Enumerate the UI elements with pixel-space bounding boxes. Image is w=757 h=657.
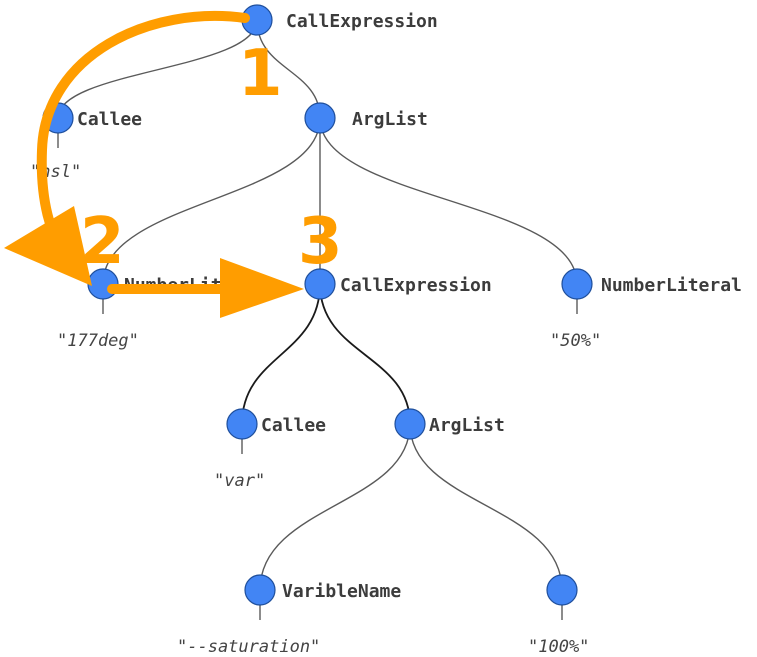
traversal-arrows — [4, 10, 304, 318]
node-arglist1: ArgList — [304, 102, 428, 134]
node-dot — [226, 408, 258, 440]
node-label: NumberLiteral — [601, 275, 742, 296]
node-value: "177deg" — [57, 331, 139, 351]
node-varname: VaribleName "--saturation" — [177, 574, 401, 657]
node-value: "var" — [214, 471, 265, 491]
node-label: VaribleName — [282, 581, 401, 602]
node-dot — [546, 574, 578, 606]
edge-arglist2-number3 — [409, 423, 563, 591]
edge-arglist-number2 — [319, 117, 578, 285]
node-value: "--saturation" — [177, 637, 320, 657]
node-label: Callee — [77, 109, 142, 130]
step-number-3: 3 — [298, 205, 343, 279]
curved-arrow-head — [4, 206, 92, 286]
node-value: "100%" — [528, 637, 589, 657]
node-label: CallExpression — [340, 275, 492, 296]
step-number-2: 2 — [80, 205, 125, 279]
node-dot — [304, 268, 336, 300]
node-label: ArgList — [352, 109, 428, 130]
edge-arglist2-varname — [259, 423, 411, 591]
edge-callexpr2-arglist2 — [319, 283, 411, 425]
edge-arglist-number1 — [102, 117, 321, 285]
node-value: "50%" — [550, 331, 601, 351]
node-arglist2: ArgList — [394, 408, 505, 440]
edge-callexpr2-callee2 — [241, 283, 321, 425]
node-callexpr2: CallExpression — [304, 268, 492, 300]
straight-arrow-head — [220, 258, 304, 318]
node-dot — [561, 268, 593, 300]
node-dot — [394, 408, 426, 440]
node-dot — [304, 102, 336, 134]
node-number3: "100%" — [528, 574, 589, 657]
node-label: ArgList — [429, 415, 505, 436]
node-label: Callee — [261, 415, 326, 436]
node-callee2: Callee "var" — [214, 408, 326, 491]
node-root: CallExpression — [241, 4, 438, 36]
node-label: CallExpression — [286, 11, 438, 32]
step-number-1: 1 — [238, 37, 283, 111]
node-number2: NumberLiteral "50%" — [550, 268, 742, 351]
edge-root-callee — [57, 19, 258, 119]
node-dot — [244, 574, 276, 606]
